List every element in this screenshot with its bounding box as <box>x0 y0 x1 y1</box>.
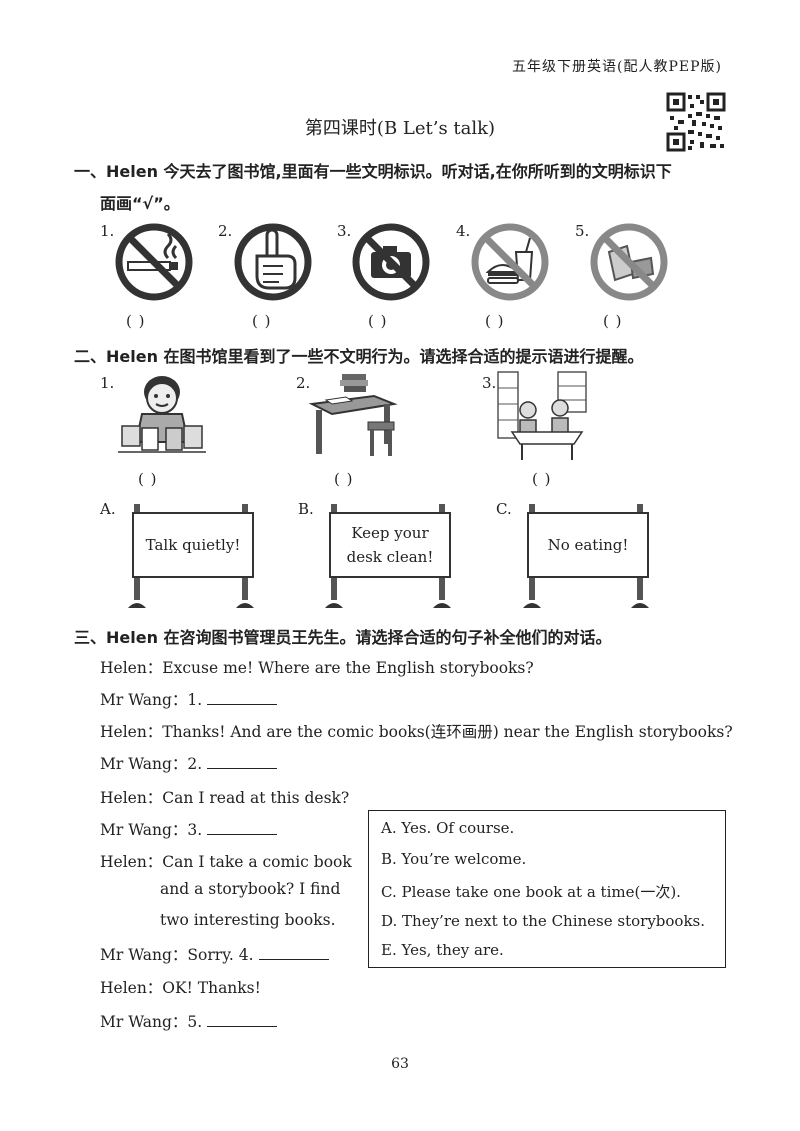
section-3-instructions: 三、Helen 在咨询图书管理员王先生。请选择合适的句子补全他们的对话。 <box>74 628 612 647</box>
section-1-line-2: 面画“√”。 <box>100 194 180 213</box>
messy-desk-illustration <box>308 374 398 456</box>
children-talking-illustration <box>497 371 587 460</box>
dialogue-line-4: Mr Wang：2. <box>100 752 278 774</box>
picture-answer-paren-1[interactable]: ( ) <box>138 470 158 488</box>
signboard-a: Talk quietly! <box>128 504 254 610</box>
dialogue-line-6-text: Mr Wang：3. <box>100 821 203 839</box>
blank-3[interactable] <box>207 820 278 835</box>
qr-code-icon <box>666 92 726 152</box>
signboard-a-line-1: Talk quietly! <box>145 536 241 554</box>
lesson-title: 第四课时(B Let’s talk) <box>304 118 496 139</box>
blank-4[interactable] <box>258 945 329 960</box>
sign-number-4: 4. <box>456 222 471 240</box>
signboard-b-line-1: Keep your <box>351 524 429 542</box>
answer-paren-3[interactable]: ( ) <box>368 312 388 330</box>
no-smoking-sign-icon <box>115 223 193 301</box>
option-a: A. Yes. Of course. <box>381 819 515 837</box>
option-e: E. Yes, they are. <box>381 941 504 959</box>
signboard-c-line-1: No eating! <box>547 536 629 554</box>
no-reading-sign-icon <box>590 223 668 301</box>
dialogue-line-12-text: Mr Wang：5. <box>100 1013 203 1031</box>
option-c: C. Please take one book at a time(一次). <box>381 883 681 901</box>
dialogue-line-6: Mr Wang：3. <box>100 818 278 840</box>
no-food-drink-sign-icon <box>471 223 549 301</box>
section-1-instructions: 一、Helen 今天去了图书馆,里面有一些文明标识。听对话,在你所听到的文明标识… <box>74 158 672 214</box>
dialogue-line-1: Helen：Excuse me! Where are the English s… <box>100 659 534 677</box>
picture-number-3: 3. <box>482 374 497 392</box>
signboard-b: Keep your desk clean! <box>325 504 451 610</box>
quiet-sign-icon <box>234 223 312 301</box>
dialogue-line-7: Helen：Can I take a comic book <box>100 853 352 871</box>
dialogue-line-4-text: Mr Wang：2. <box>100 755 203 773</box>
answer-paren-4[interactable]: ( ) <box>485 312 505 330</box>
signboard-b-line-2: desk clean! <box>346 548 434 566</box>
dialogue-line-2: Mr Wang：1. <box>100 688 278 710</box>
option-b: B. You’re welcome. <box>381 850 527 868</box>
answer-paren-1[interactable]: ( ) <box>126 312 146 330</box>
page-number: 63 <box>391 1056 409 1072</box>
picture-number-1: 1. <box>100 374 115 392</box>
section-2-instructions: 二、Helen 在图书馆里看到了一些不文明行为。请选择合适的提示语进行提醒。 <box>74 347 644 366</box>
dialogue-line-5: Helen：Can I read at this desk? <box>100 789 350 807</box>
boy-eating-snacks-illustration <box>118 376 206 453</box>
picture-number-2: 2. <box>296 374 311 392</box>
dialogue-line-2-text: Mr Wang：1. <box>100 691 203 709</box>
page-header: 五年级下册英语(配人教PEP版) <box>512 59 722 75</box>
signboard-a-text: Talk quietly! <box>132 512 254 578</box>
signboard-c-text: No eating! <box>527 512 649 578</box>
dialogue-line-9: two interesting books. <box>160 911 336 929</box>
no-camera-sign-icon <box>352 223 430 301</box>
sign-number-2: 2. <box>218 222 233 240</box>
answer-paren-2[interactable]: ( ) <box>252 312 272 330</box>
option-letter-a: A. <box>100 500 116 518</box>
dialogue-line-12: Mr Wang：5. <box>100 1010 278 1032</box>
dialogue-line-10-text: Mr Wang：Sorry. 4. <box>100 946 254 964</box>
picture-answer-paren-3[interactable]: ( ) <box>532 470 552 488</box>
blank-2[interactable] <box>207 754 278 769</box>
options-box: A. Yes. Of course. B. You’re welcome. C.… <box>368 810 726 968</box>
sign-number-5: 5. <box>575 222 590 240</box>
blank-1[interactable] <box>207 690 278 705</box>
dialogue-line-11: Helen：OK! Thanks! <box>100 979 261 997</box>
signboard-c: No eating! <box>523 504 649 610</box>
dialogue-line-3: Helen：Thanks! And are the comic books(连环… <box>100 723 733 741</box>
option-letter-c: C. <box>496 500 512 518</box>
dialogue-line-10: Mr Wang：Sorry. 4. <box>100 943 329 965</box>
option-d: D. They’re next to the Chinese storybook… <box>381 912 706 930</box>
answer-paren-5[interactable]: ( ) <box>603 312 623 330</box>
section-1-line-1: 一、Helen 今天去了图书馆,里面有一些文明标识。听对话,在你所听到的文明标识… <box>74 162 672 181</box>
signboard-b-text: Keep your desk clean! <box>329 512 451 578</box>
sign-number-1: 1. <box>100 222 115 240</box>
picture-answer-paren-2[interactable]: ( ) <box>334 470 354 488</box>
sign-number-3: 3. <box>337 222 352 240</box>
option-letter-b: B. <box>298 500 314 518</box>
dialogue-line-8: and a storybook? I find <box>160 880 341 898</box>
blank-5[interactable] <box>207 1012 278 1027</box>
